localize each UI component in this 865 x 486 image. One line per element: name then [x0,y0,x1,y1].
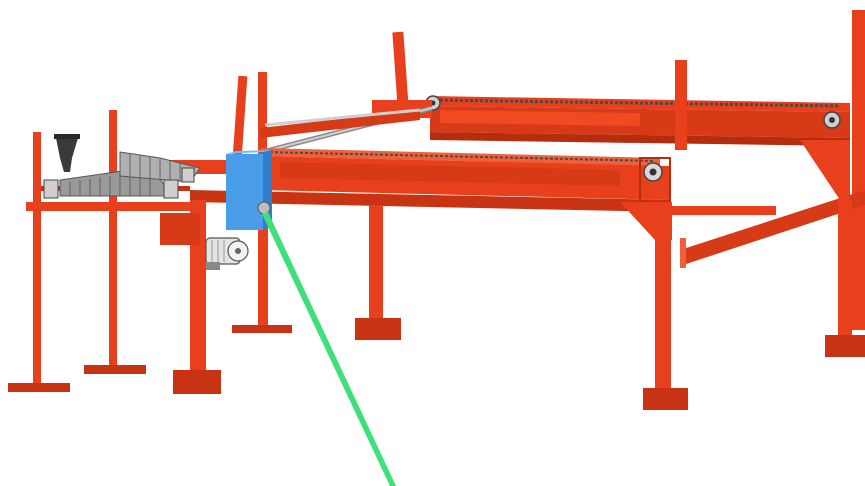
leg-inner-left-foot [232,325,292,333]
upper-cross-rail-body [260,110,420,138]
right-support-frame [672,140,865,357]
post-back-2 [675,60,687,150]
right-far-leg [838,200,852,340]
post-back-1 [392,31,409,113]
front-belt-conveyor [190,148,672,240]
right-diagonal-brace [680,190,865,266]
infeed-cross-beam [160,213,200,245]
leg-front-right [655,202,671,392]
leg-inner-left [258,150,268,330]
infeed-leg-1 [33,132,41,387]
gearbox-top-face [226,150,272,154]
front-conveyor-end-pulley-hub [649,168,657,176]
right-horizontal-brace [672,206,776,215]
leg-front-left-foot [173,370,221,394]
v-roller-1-ridges [69,173,151,196]
front-conveyor-panel-shade [280,162,620,186]
motor-mount [206,262,220,270]
callout-pointer-line [262,212,396,486]
roller-upright-cap [54,134,80,139]
callout-pointer [262,212,396,486]
highlighted-gearbox [226,150,272,230]
post-back-3 [852,10,865,330]
right-far-foot [825,335,865,357]
post-back-5 [232,75,248,157]
roller-bearing-right [163,179,179,199]
leg-front-right-foot [643,388,688,410]
infeed-leg-2 [109,110,117,370]
roller-bearing-top [181,167,195,183]
post-back-4 [258,72,267,152]
back-conveyor-inner-panel [440,110,640,126]
right-brace-light [680,238,686,268]
v-rollers [43,134,201,199]
back-posts [232,10,865,330]
infeed-leg-2-foot [84,365,146,374]
roller-bearing-left [43,179,59,199]
leg-mid-foot [355,318,401,340]
front-conveyor-lower-rail [190,190,670,212]
drive-motor [205,237,249,270]
back-conveyor-right-pulley-hub [829,117,835,123]
leg-mid [369,205,383,325]
gearbox-front-face [226,154,263,230]
front-conveyor-chain [264,151,656,162]
gearbox-output-flange [257,201,271,215]
motor-shaft [235,248,241,254]
roller-upright-black [56,138,78,172]
infeed-leg-1-foot [8,383,70,392]
right-end-gusset [800,140,850,200]
v-roller-2-ridges [129,154,181,181]
back-conveyor-bottom-rail [430,132,850,146]
upper-cross-rail [260,108,421,138]
back-conveyor-chain [429,98,841,108]
upper-cross-rod [264,108,421,127]
back-belt-conveyor [372,95,850,146]
